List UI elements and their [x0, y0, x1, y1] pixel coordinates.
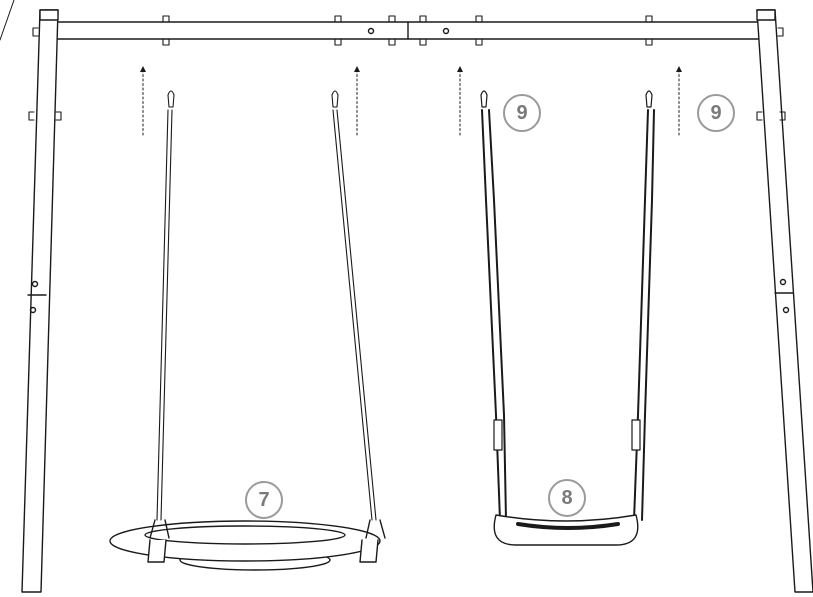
- left-leg: [21, 9, 62, 593]
- callout-hook-right: 9: [697, 94, 735, 132]
- arrow-head: [676, 66, 682, 72]
- seat-swing-chains: [480, 90, 655, 521]
- nest-swing-ropes: [156, 90, 377, 521]
- callout-hook-left: 9: [503, 94, 541, 132]
- callout-seat-swing: 8: [548, 479, 586, 517]
- arrow-head: [140, 66, 146, 72]
- nest-swing: [109, 519, 386, 571]
- arrow-head: [354, 66, 360, 72]
- callout-nest-swing: 7: [245, 481, 283, 519]
- corner-line: [0, 0, 15, 41]
- guide-arrows: [142, 69, 680, 136]
- arrow-head: [457, 66, 463, 72]
- right-leg: [756, 9, 813, 593]
- top-beam: [43, 15, 771, 46]
- seat-swing: [493, 514, 639, 546]
